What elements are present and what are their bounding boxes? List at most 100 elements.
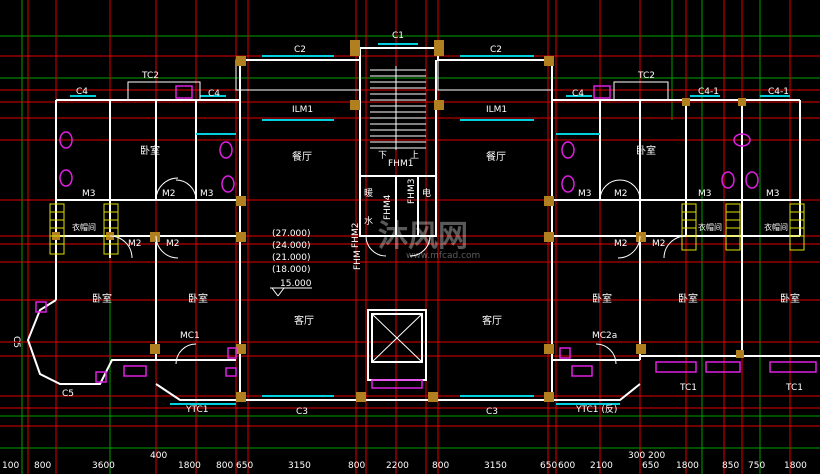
dim-label: 100 (2, 461, 19, 471)
door-label-fhm4: FHM4 (383, 194, 393, 220)
dim-label: 650 (642, 461, 659, 471)
room-label-living-l: 客厅 (294, 314, 314, 327)
elevation-value-2: (24.000) (272, 241, 311, 251)
room-label-living-r: 客厅 (482, 314, 502, 327)
dim-label: 1800 (676, 461, 699, 471)
window-label-c3-r: C3 (486, 407, 498, 417)
dim-label: 3600 (92, 461, 115, 471)
dim-label: 1800 (784, 461, 807, 471)
door-label-fhm2: FHM2 (351, 223, 361, 248)
window-label-ilm1-l: ILM1 (292, 105, 313, 115)
window-label-c3-l: C3 (296, 407, 308, 417)
shaft-labels: 暖 水 电 下 上 (364, 150, 431, 227)
watermark-url: www.mfcad.com (406, 251, 480, 261)
dim-label: 650 (540, 461, 557, 471)
dim-label: 800 (432, 461, 449, 471)
door-label-fhm1: FHM1 (388, 159, 413, 169)
windows (70, 43, 790, 405)
door-label-fhm-side: FHM (353, 250, 363, 270)
dim-label: 1800 (178, 461, 201, 471)
elevation-value-1: (27.000) (272, 229, 311, 239)
room-label-bedroom-br3: 卧室 (780, 292, 800, 305)
door-label-m3-l1: M3 (82, 189, 96, 199)
window-label-c2-l: C2 (294, 45, 306, 55)
window-label-c4-l2: C4 (208, 89, 220, 99)
dim-label: 2100 (590, 461, 613, 471)
closet-hatches (49, 203, 805, 255)
window-label-c1: C1 (392, 31, 404, 41)
room-label-bedroom-br1: 卧室 (592, 292, 612, 305)
elevation-value-4: (18.000) (272, 265, 311, 275)
dim-label: 850 (722, 461, 739, 471)
door-label-m2-l1: M2 (162, 189, 176, 199)
room-label-bedroom-bl2: 卧室 (188, 292, 208, 305)
dim-label: 800 (348, 461, 365, 471)
window-label-c4-r1: C4 (572, 89, 584, 99)
window-label-c4-1-b: C4-1 (768, 87, 789, 97)
elevation-value-3: (21.000) (272, 253, 311, 263)
door-label-m3-r3: M3 (766, 189, 780, 199)
window-label-c2-r: C2 (490, 45, 502, 55)
door-label-m3-r1: M3 (578, 189, 592, 199)
door-label-m3-r2: M3 (698, 189, 712, 199)
window-label-tc2-l: TC2 (141, 71, 159, 81)
dim-label: 800 (34, 461, 51, 471)
window-label-ilm1-r: ILM1 (486, 105, 507, 115)
window-label-tc1-b: TC1 (785, 383, 803, 393)
stair-label-up: 上 (410, 150, 419, 161)
stair-treads (370, 66, 426, 150)
door-label-m2-l2: M2 (128, 239, 142, 249)
room-label-bedroom-tl: 卧室 (140, 144, 160, 157)
window-label-tc1-a: TC1 (679, 383, 697, 393)
shaft-label-b: 水 (364, 215, 373, 227)
door-label-fhm3: FHM3 (407, 179, 417, 204)
elevation-value-5: 15.000 (280, 279, 312, 289)
door-labels: M3 M2 M3 M2 M2 MC1 M3 M2 M3 M2 M2 M3 MC2… (82, 159, 780, 341)
window-label-c4-l1: C4 (76, 87, 88, 97)
room-label-bedroom-tr: 卧室 (636, 144, 656, 157)
dim-label: 750 (748, 461, 765, 471)
dim-label: 200 (648, 451, 665, 461)
dim-label: 3150 (288, 461, 311, 471)
dim-label: 2200 (386, 461, 409, 471)
room-label-dining-l: 餐厅 (292, 150, 312, 163)
room-label-closet-l: 衣帽间 (72, 222, 96, 232)
elevator-x-symbol (371, 313, 423, 363)
columns (52, 40, 746, 402)
room-label-bedroom-br2: 卧室 (678, 292, 698, 305)
dimension-labels: 100 800 3600 400 1800 800 650 3150 800 2… (2, 451, 807, 471)
dim-label: 3150 (484, 461, 507, 471)
watermark: 沐风网 www.mfcad.com (378, 219, 480, 261)
room-label-dining-r: 餐厅 (486, 150, 506, 163)
room-labels: 卧室 餐厅 餐厅 卧室 衣帽间 衣帽间 衣帽间 卧室 卧室 客厅 客厅 卧室 卧… (72, 144, 800, 327)
door-label-mc1: MC1 (180, 331, 200, 341)
window-label-tc2-r: TC2 (637, 71, 655, 81)
dim-label: 300 (628, 451, 645, 461)
window-labels: C1 C2 C2 TC2 TC2 C4 C4 C4 C4-1 C4-1 ILM1… (11, 31, 803, 417)
door-label-m2-l3: M2 (166, 239, 180, 249)
elevation-values: (27.000) (24.000) (21.000) (18.000) 15.0… (272, 229, 312, 289)
window-label-c4-1-a: C4-1 (698, 87, 719, 97)
door-swings (109, 177, 687, 365)
dim-label: 400 (150, 451, 167, 461)
window-label-ytc1-l: YTC1 (185, 405, 208, 415)
dim-label: 800 (216, 461, 233, 471)
door-label-m2-r1: M2 (614, 189, 628, 199)
door-label-m2-r3: M2 (652, 239, 666, 249)
shaft-label-c: 电 (422, 187, 431, 199)
sanitary-fixtures (35, 85, 817, 389)
watermark-brand: 沐风网 (378, 219, 468, 254)
door-label-m3-l2: M3 (200, 189, 214, 199)
balcony-rails (127, 59, 669, 101)
room-label-bedroom-bl: 卧室 (92, 292, 112, 305)
room-label-closet-r2: 衣帽间 (764, 222, 788, 232)
window-label-ytc1-r: YTC1 (反) (575, 404, 617, 415)
shaft-label-a: 暖 (364, 187, 373, 199)
elevation-leader (270, 287, 312, 297)
door-label-mc2a: MC2a (592, 331, 617, 341)
window-label-c5-bottom: C5 (62, 389, 74, 399)
dim-label: 650 (236, 461, 253, 471)
window-label-c5-side: C5 (11, 336, 21, 348)
